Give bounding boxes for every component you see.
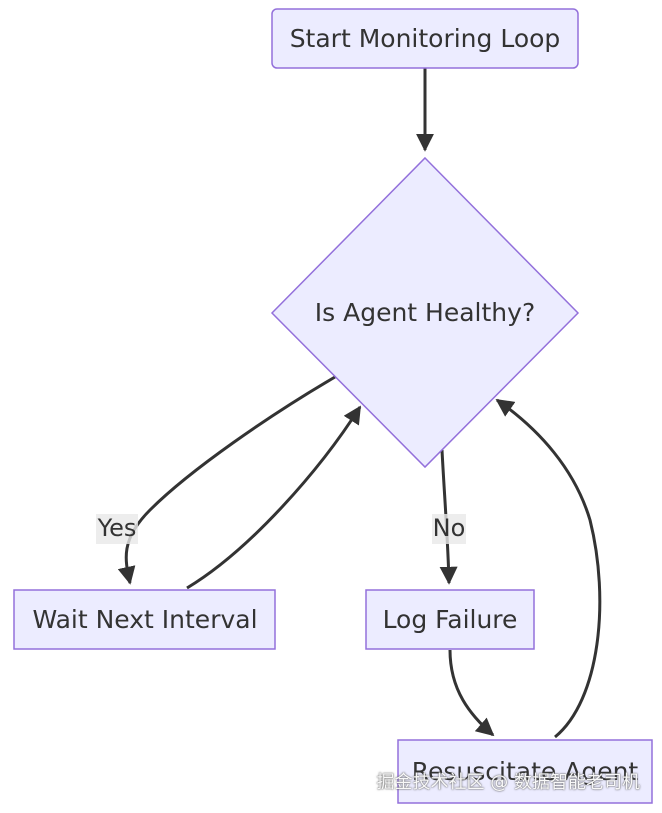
node-log-failure: Log Failure bbox=[365, 589, 535, 650]
node-is-agent-healthy: Is Agent Healthy? bbox=[270, 156, 580, 469]
node-resuscitate-label: Resuscitate Agent bbox=[412, 757, 639, 786]
svg-text:Yes: Yes bbox=[97, 514, 137, 542]
edge-wait-to-decision bbox=[186, 405, 362, 590]
edge-label-no: No bbox=[432, 514, 466, 544]
watermark-text: 掘金技术社区 @ 数据智能老司机 bbox=[376, 772, 640, 793]
node-wait-next-interval: Wait Next Interval bbox=[13, 589, 276, 650]
node-decision-label: Is Agent Healthy? bbox=[315, 298, 535, 327]
edge-log-to-resuscitate bbox=[448, 649, 495, 737]
node-start-label: Start Monitoring Loop bbox=[290, 24, 561, 53]
node-resuscitate-agent: Resuscitate Agent bbox=[397, 739, 653, 804]
edge-label-yes: Yes bbox=[96, 514, 138, 544]
edge-decision-to-wait bbox=[117, 375, 336, 585]
node-log-label: Log Failure bbox=[383, 605, 518, 634]
node-wait-label: Wait Next Interval bbox=[32, 605, 257, 634]
svg-text:No: No bbox=[433, 514, 466, 542]
node-start-monitoring-loop: Start Monitoring Loop bbox=[271, 8, 579, 69]
edge-resuscitate-to-decision bbox=[495, 398, 602, 739]
